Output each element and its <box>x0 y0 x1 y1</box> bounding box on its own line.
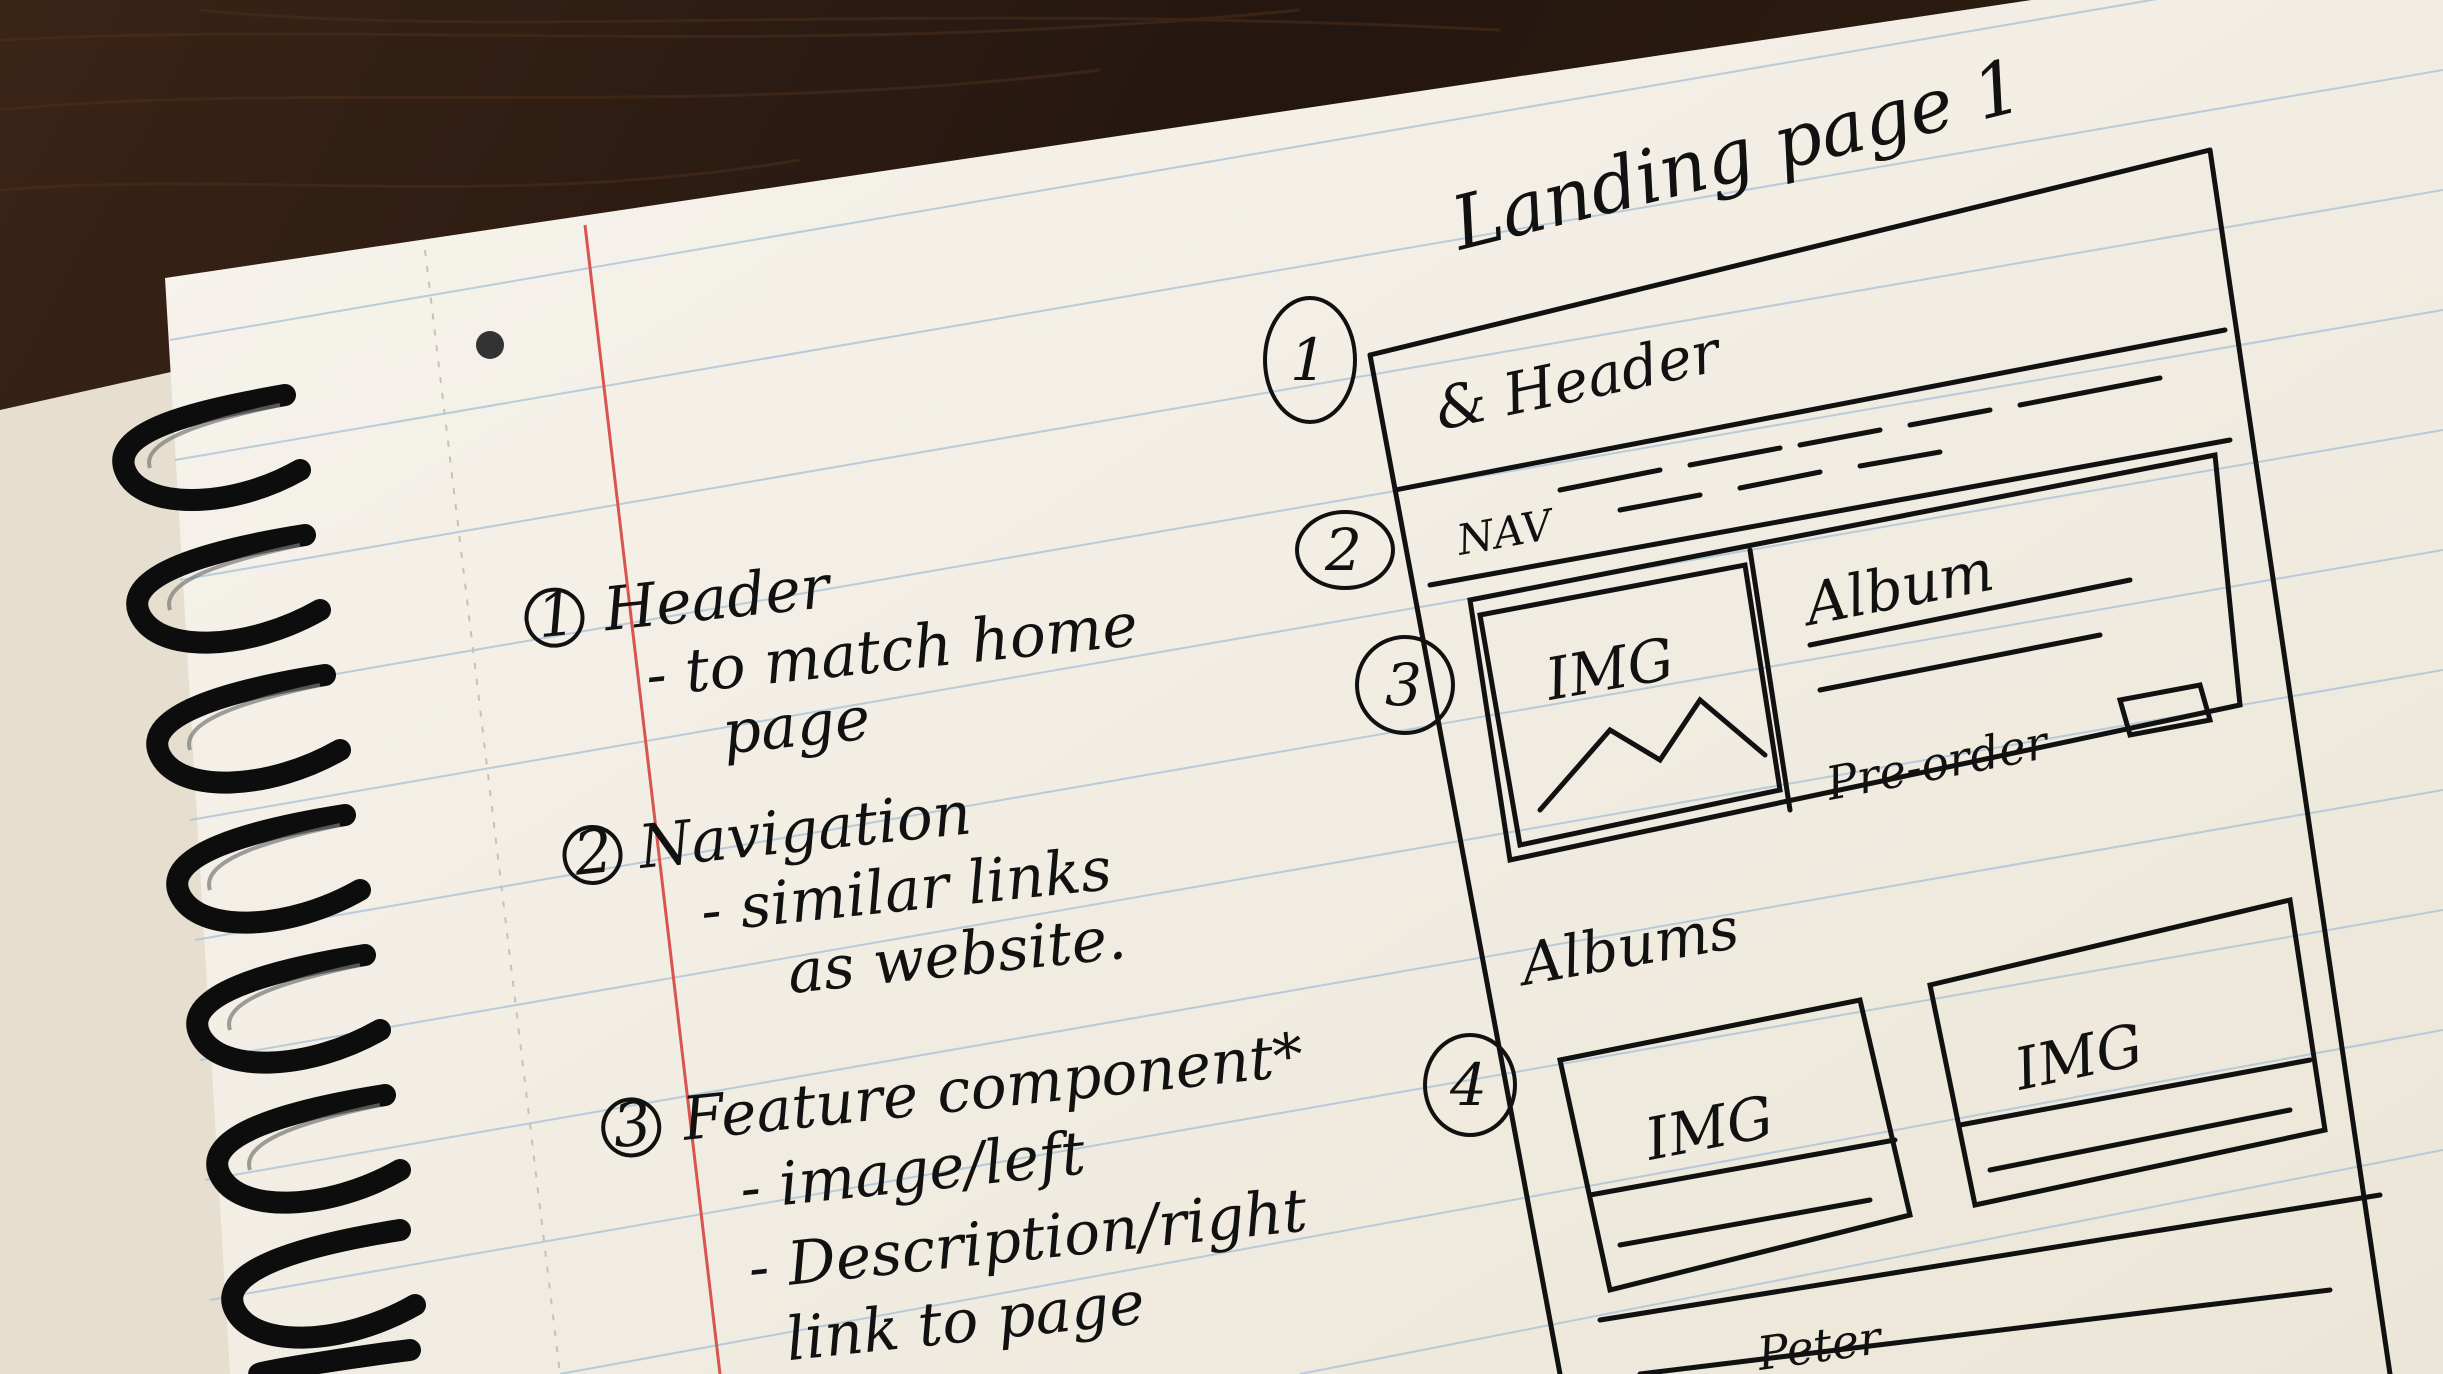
wireframe-frame-right <box>2207 147 2393 1374</box>
wireframe-card2-line <box>1987 1107 2293 1173</box>
wireframe-markers <box>1263 296 1517 1137</box>
marker3-number: 3 <box>1385 651 1422 719</box>
note2-circle <box>562 824 623 885</box>
spiral-binding <box>112 384 426 1374</box>
wireframe-feature-box <box>1467 452 2243 863</box>
wireframe-card1-line <box>1617 1197 1873 1248</box>
wireframe-header-bottom <box>1392 327 2228 493</box>
note1-circle <box>524 587 585 648</box>
marker1-circle <box>1263 296 1357 424</box>
wireframe-card1 <box>1557 997 1913 1294</box>
marker4-circle <box>1423 1033 1517 1137</box>
marker1-number: 1 <box>1290 326 1327 394</box>
marker2-number: 2 <box>1324 516 1362 584</box>
wireframe-albums-bottom <box>1597 1192 2383 1323</box>
ruled-lines <box>169 0 2443 1374</box>
notebook-page <box>165 0 2443 1374</box>
wireframe-feature-line2 <box>1817 632 2103 693</box>
margin-line <box>583 224 722 1374</box>
wireframe-frame-left <box>1367 352 1563 1374</box>
wireframe-header-top <box>1367 147 2213 358</box>
note3-circle <box>601 1097 662 1158</box>
note1-line2: page <box>719 683 874 768</box>
wireframe-card1-divider <box>1587 1137 1898 1198</box>
wireframe-preorder-button <box>2116 682 2214 738</box>
wireframe-nav-dashes <box>1617 449 1943 513</box>
marker3-circle <box>1355 635 1455 735</box>
wireframe-footer-line <box>1637 1287 2333 1374</box>
wood-grain <box>0 8 1501 192</box>
wireframe-card2 <box>1927 896 2328 1208</box>
wireframe-sketch <box>1367 147 2393 1374</box>
spiral-highlights <box>147 403 381 1171</box>
wireframe-feature-line1 <box>1807 577 2133 648</box>
wireframe-header-dashes <box>1557 375 2163 493</box>
wireframe-card2-divider <box>1957 1057 2313 1128</box>
wireframe-feature-img-box <box>1477 562 1783 848</box>
punch-hole <box>476 331 504 359</box>
marker4-number: 4 <box>1449 1051 1487 1119</box>
wireframe-nav-bottom <box>1427 437 2233 588</box>
wireframe-img-mountain <box>1537 696 1768 813</box>
wireframe-feature-divider <box>1747 547 1793 813</box>
marker2-circle <box>1295 510 1395 590</box>
